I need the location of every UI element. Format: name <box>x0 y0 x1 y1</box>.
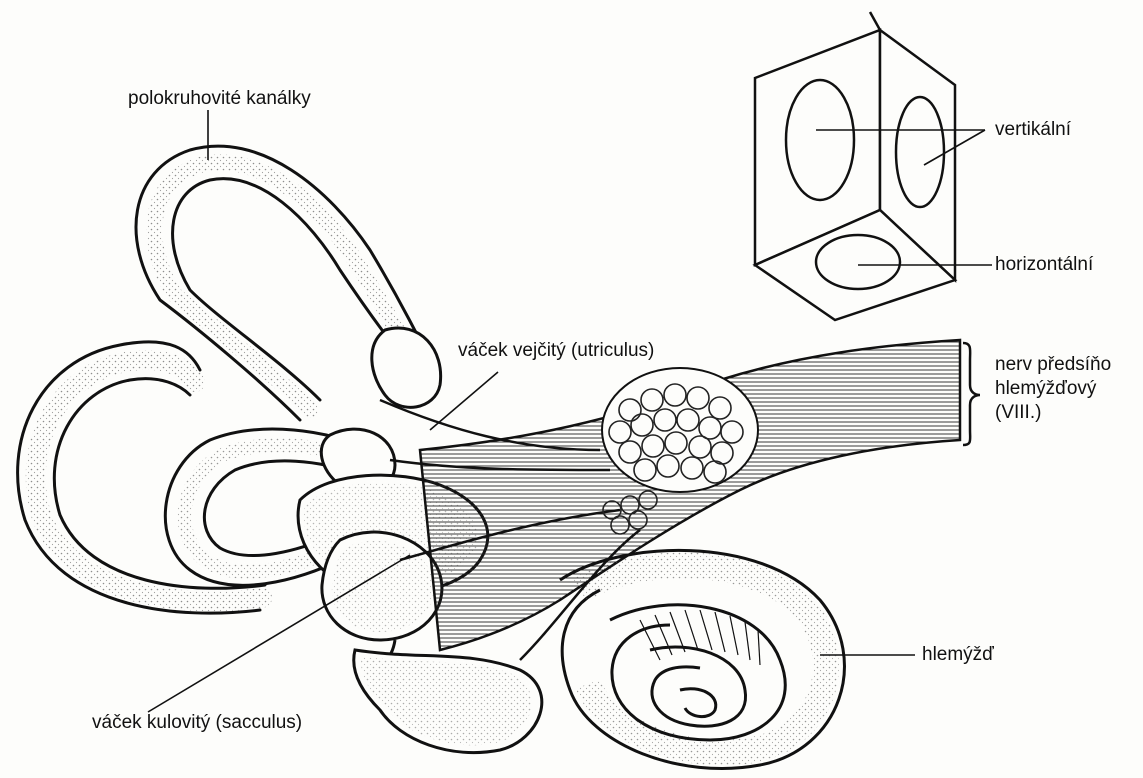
label-semicircular-canals: polokruhovité kanálky <box>128 88 311 110</box>
anterior-ampulla <box>372 328 441 407</box>
cochlea-apex <box>680 689 716 717</box>
posterior-canal-inner <box>54 379 265 589</box>
label-sacculus: váček kulovitý (sacculus) <box>92 712 302 734</box>
cochlea-stipple <box>580 565 826 752</box>
label-utriculus: váček vejčitý (utriculus) <box>458 340 654 362</box>
cochlea <box>560 550 844 768</box>
nerve-brace <box>963 343 980 445</box>
label-nerve: nerv předsíňo hlemýžďový (VIII.) <box>995 353 1111 425</box>
canal-planes-inset <box>755 12 955 320</box>
cochlea-turn-2 <box>610 605 785 740</box>
label-nerve-line-2: hlemýžďový <box>995 377 1111 401</box>
label-nerve-line-1: nerv předsíňo <box>995 353 1111 377</box>
label-cochlea: hlemýžď <box>922 644 994 666</box>
cochlea-turn-3 <box>650 647 746 726</box>
label-horizontal: horizontální <box>995 254 1093 276</box>
label-vertical: vertikální <box>995 119 1071 141</box>
plane-edge <box>870 12 880 30</box>
label-nerve-line-3: (VIII.) <box>995 401 1111 425</box>
